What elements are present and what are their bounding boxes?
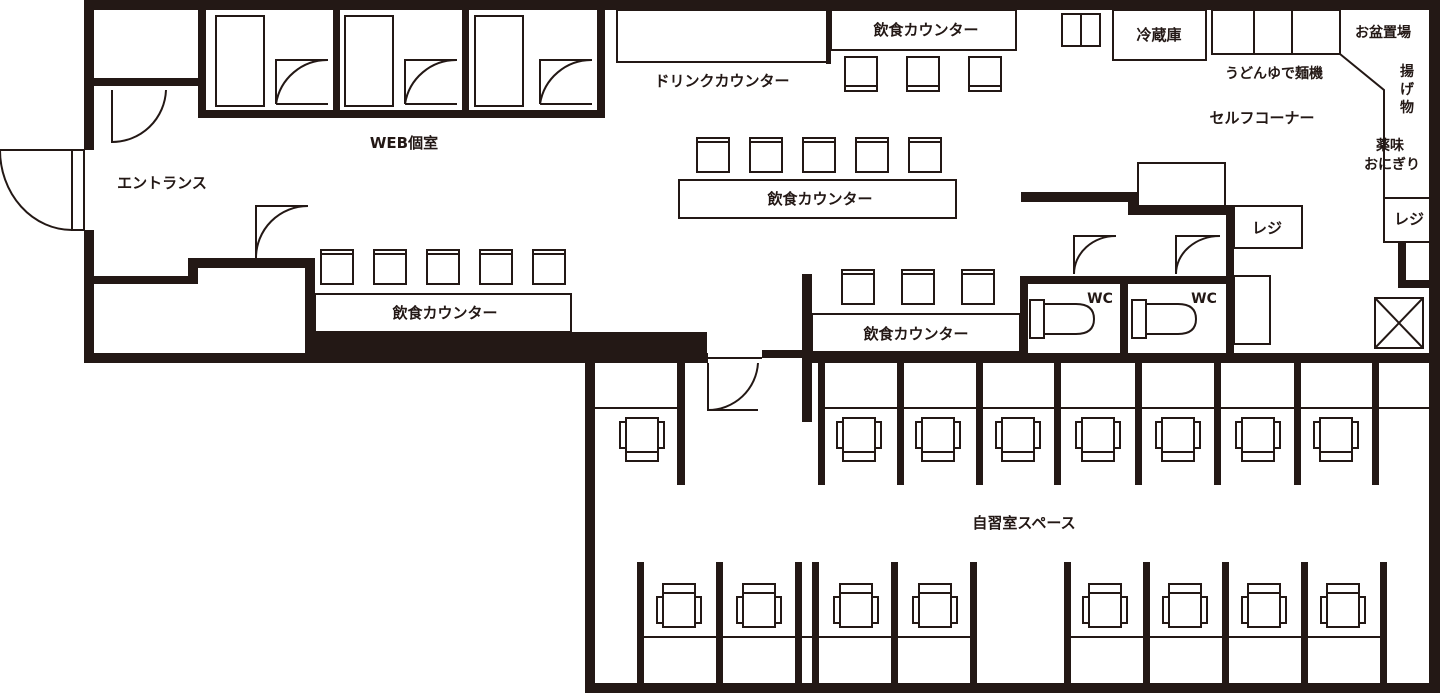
study-chairs-bottom xyxy=(656,583,1366,628)
entrance-door xyxy=(0,149,85,231)
self-corner-area xyxy=(1021,9,1429,349)
counters xyxy=(314,9,1021,353)
chair-icon xyxy=(1235,417,1281,462)
label-fried-1: 揚 xyxy=(1400,63,1414,80)
chair-icon xyxy=(1320,583,1366,628)
stool xyxy=(961,269,995,305)
entrance-area xyxy=(84,0,605,353)
stool xyxy=(373,249,407,285)
label-self-corner: セルフコーナー xyxy=(1209,109,1314,127)
stool xyxy=(901,269,935,305)
chair-icon xyxy=(1162,583,1208,628)
label-udon-boiler: うどんゆで麺機 xyxy=(1225,65,1323,82)
chair-icon xyxy=(1313,417,1359,462)
label-fried-3: 物 xyxy=(1400,99,1414,116)
labels: WEB個室 エントランス ドリンクカウンター 飲食カウンター 飲食カウンター 飲… xyxy=(117,21,1424,532)
label-drink-counter: ドリンクカウンター xyxy=(654,72,789,90)
stool xyxy=(532,249,566,285)
label-counter-right: 飲食カウンター xyxy=(862,325,968,343)
label-fridge: 冷蔵庫 xyxy=(1136,26,1181,44)
label-counter-top: 飲食カウンター xyxy=(872,21,978,39)
stool xyxy=(908,137,942,173)
chair-icon xyxy=(1075,417,1121,462)
study-space-walls xyxy=(595,274,1429,683)
label-onigiri: おにぎり xyxy=(1364,156,1420,173)
label-register-2: レジ xyxy=(1394,210,1424,228)
chair-icon xyxy=(915,417,961,462)
label-counter-mid: 飲食カウンター xyxy=(766,190,872,208)
chair-icon xyxy=(836,417,882,462)
stool xyxy=(906,56,940,92)
study-chairs-top xyxy=(619,417,1359,462)
stool xyxy=(426,249,460,285)
chair-icon xyxy=(1241,583,1287,628)
label-wc-1: WC xyxy=(1087,291,1113,307)
chair-icon xyxy=(736,583,782,628)
stools xyxy=(320,56,1002,305)
chair-icon xyxy=(656,583,702,628)
chair-icon xyxy=(1082,583,1128,628)
label-counter-left: 飲食カウンター xyxy=(391,304,497,322)
label-web-rooms: WEB個室 xyxy=(370,134,438,152)
web-booths xyxy=(215,0,593,118)
label-register-1: レジ xyxy=(1252,219,1282,237)
chair-icon xyxy=(833,583,879,628)
chair-icon xyxy=(1155,417,1201,462)
chair-icon xyxy=(995,417,1041,462)
stool xyxy=(968,56,1002,92)
stool xyxy=(802,137,836,173)
toilet-2-icon xyxy=(1131,299,1198,339)
stool xyxy=(855,137,889,173)
chair-icon xyxy=(912,583,958,628)
label-study-space: 自習室スペース xyxy=(972,514,1075,532)
stool xyxy=(696,137,730,173)
label-condiments: 薬味 xyxy=(1376,137,1404,154)
stool xyxy=(479,249,513,285)
label-wc-2: WC xyxy=(1191,291,1217,307)
stool xyxy=(320,249,354,285)
stool xyxy=(749,137,783,173)
label-entrance: エントランス xyxy=(117,174,207,192)
stool xyxy=(841,269,875,305)
toilets xyxy=(1020,205,1234,354)
label-fried-2: げ xyxy=(1400,82,1415,98)
chair-icon xyxy=(619,417,665,462)
label-tray-area: お盆置場 xyxy=(1355,24,1411,41)
stool xyxy=(844,56,878,92)
toilet-1-icon xyxy=(1029,299,1096,339)
